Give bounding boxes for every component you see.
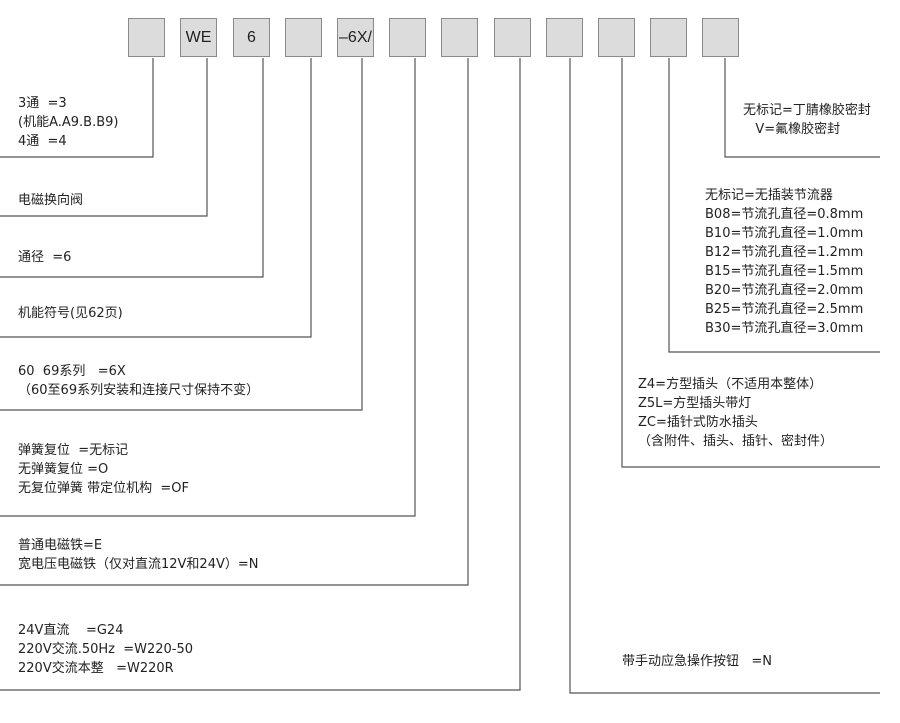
leader-line-11: [668, 58, 880, 353]
left-group-2: 电磁换向阀: [18, 191, 83, 210]
text-line: B12=节流孔直径=1.2mm: [705, 245, 864, 260]
right-group-manual: 带手动应急操作按钮 =N: [622, 652, 772, 671]
code-box-11: [650, 18, 687, 57]
text-line: 220V交流.50Hz =W220-50: [18, 642, 194, 657]
code-box-7: [441, 18, 478, 57]
left-group-6: 弹簧复位 =无标记无弹簧复位 =O 无复位弹簧 带定位机构 =OF: [18, 441, 189, 498]
text-line: B10=节流孔直径=1.0mm: [705, 226, 864, 241]
code-box-5: –6X/: [337, 18, 374, 57]
text-line: 普通电磁铁=E: [18, 538, 103, 553]
text-line: B15=节流孔直径=1.5mm: [705, 264, 864, 279]
code-box-12: [702, 18, 739, 57]
leader-line-5: [0, 58, 363, 411]
text-line: 无标记=丁腈橡胶密封: [743, 103, 871, 118]
left-group-7: 普通电磁铁=E 宽电压电磁铁（仅对直流12V和24V）=N: [18, 536, 259, 574]
text-line: Z5L=方型插头带灯: [638, 396, 752, 411]
text-line: 弹簧复位 =无标记: [18, 443, 129, 458]
left-group-1: 3通 =3 (机能A.A9.B.B9) 4通 =4: [18, 94, 118, 151]
leader-line-9: [569, 58, 880, 694]
text-line: V=氟橡胶密封: [743, 122, 841, 137]
text-line: ZC=插针式防水插头: [638, 415, 758, 430]
leader-line-6: [0, 58, 416, 517]
leader-line-1: [0, 58, 154, 158]
text-line: 无弹簧复位 =O: [18, 462, 109, 477]
text-line: （含附件、插头、插针、密封件）: [638, 434, 834, 449]
text-line: 带手动应急操作按钮 =N: [622, 654, 773, 669]
left-group-3: 通径 =6: [18, 248, 71, 267]
text-line: B25=节流孔直径=2.5mm: [705, 302, 864, 317]
text-line: (机能A.A9.B.B9): [18, 115, 119, 130]
right-group-plug: Z4=方型插头（不适用本整体） Z5L=方型插头带灯 ZC=插针式防水插头 （含附件、…: [638, 375, 833, 451]
code-box-9: [546, 18, 583, 57]
text-line: 60 69系列 =6X: [18, 364, 126, 379]
text-line: 宽电压电磁铁（仅对直流12V和24V）=N: [18, 557, 259, 572]
code-box-1: [128, 18, 165, 57]
leader-line-7: [0, 58, 469, 586]
text-line: 电磁换向阀: [18, 193, 84, 208]
code-box-2: WE: [180, 18, 217, 57]
left-group-8: 24V直流 =G24 220V交流.50Hz =W220-50 220V交流本整 =…: [18, 621, 193, 678]
leader-line-3: [0, 58, 264, 278]
code-box-3: 6: [233, 18, 270, 57]
text-line: B20=节流孔直径=2.0mm: [705, 283, 864, 298]
text-line: 4通 =4: [18, 134, 67, 149]
left-group-4: 机能符号(见62页): [18, 304, 123, 323]
leader-line-12: [724, 58, 880, 158]
text-line: 220V交流本整 =W220R: [18, 661, 174, 676]
text-line: Z4=方型插头（不适用本整体）: [638, 377, 823, 392]
text-line: 无标记=无插装节流器: [705, 188, 833, 203]
text-line: 无复位弹簧 带定位机构 =OF: [18, 481, 189, 496]
text-line: B08=节流孔直径=0.8mm: [705, 207, 864, 222]
leader-line-8: [0, 58, 521, 691]
leader-line-4: [0, 58, 312, 338]
text-line: 机能符号(见62页): [18, 306, 123, 321]
right-group-seal: 无标记=丁腈橡胶密封 V=氟橡胶密封: [743, 101, 871, 139]
text-line: 24V直流 =G24: [18, 623, 124, 638]
text-line: 3通 =3: [18, 96, 67, 111]
code-box-6: [389, 18, 426, 57]
leader-line-2: [0, 58, 208, 217]
text-line: B30=节流孔直径=3.0mm: [705, 321, 864, 336]
left-group-5: 60 69系列 =6X （60至69系列安装和连接尺寸保持不变）: [18, 362, 259, 400]
text-line: 通径 =6: [18, 250, 72, 265]
text-line: （60至69系列安装和连接尺寸保持不变）: [18, 383, 260, 398]
code-box-10: [598, 18, 635, 57]
code-box-4: [285, 18, 322, 57]
code-box-8: [494, 18, 531, 57]
leader-line-10: [621, 58, 880, 468]
